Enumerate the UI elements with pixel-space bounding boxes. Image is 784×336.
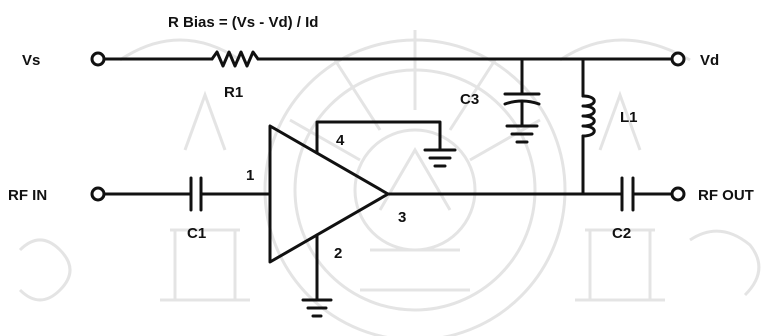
rf-out-terminal[interactable]	[670, 186, 686, 202]
c3-ground-icon	[505, 124, 539, 144]
watermark-seal	[18, 30, 761, 336]
vd-label: Vd	[700, 52, 719, 69]
pin4-label: 4	[336, 132, 345, 149]
rf-out-label: RF OUT	[698, 187, 754, 204]
c3-capacitor[interactable]	[503, 57, 541, 128]
pin2-label: 2	[334, 245, 342, 262]
amplifier-triangle[interactable]	[268, 124, 390, 264]
vs-terminal[interactable]	[90, 51, 106, 67]
l1-label: L1	[620, 109, 638, 126]
r1-resistor[interactable]	[210, 50, 260, 68]
pin4-wire	[315, 120, 442, 155]
pin2-ground-icon	[301, 298, 333, 318]
bias-formula: R Bias = (Vs - Vd) / Id	[168, 14, 318, 31]
vd-terminal[interactable]	[670, 51, 686, 67]
l1-inductor[interactable]	[581, 57, 596, 196]
rf-in-terminal[interactable]	[90, 186, 106, 202]
pin3-label: 3	[398, 209, 406, 226]
c1-label: C1	[187, 225, 206, 242]
vs-label: Vs	[22, 52, 40, 69]
c3-label: C3	[460, 91, 479, 108]
c2-label: C2	[612, 225, 631, 242]
r1-label: R1	[224, 84, 243, 101]
pin1-label: 1	[246, 167, 254, 184]
c2-capacitor[interactable]	[620, 176, 635, 212]
pin4-ground-icon	[423, 148, 457, 168]
rf-in-label: RF IN	[8, 187, 47, 204]
